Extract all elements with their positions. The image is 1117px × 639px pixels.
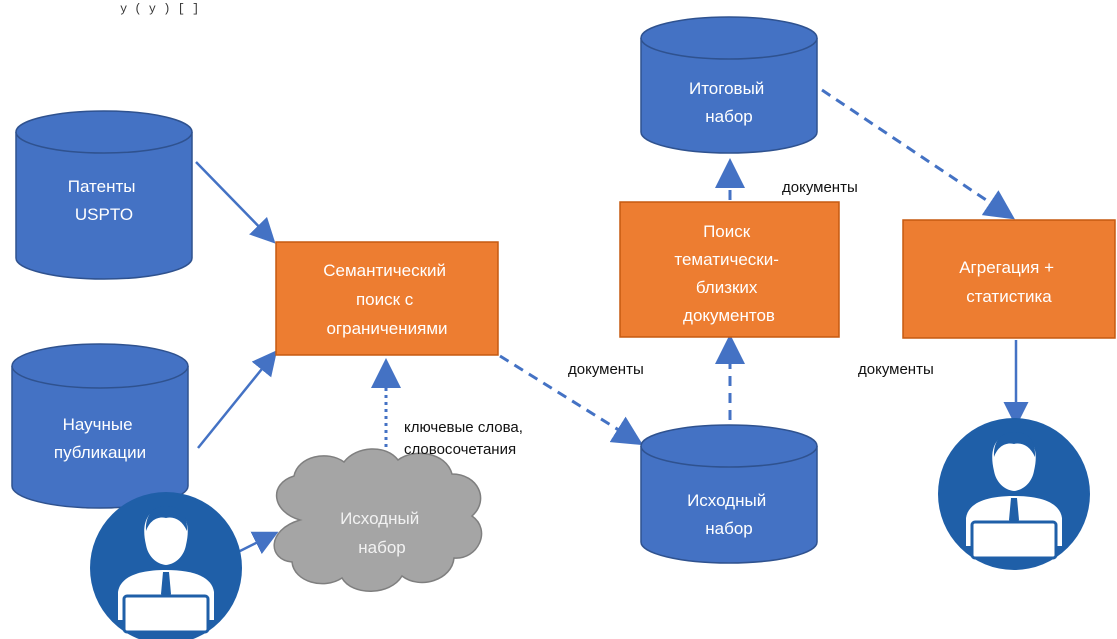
keywords-label: ключевые слова, словосочетания: [404, 419, 527, 458]
laptop-icon: [122, 594, 210, 634]
patents-database: Патенты USPTO: [15, 110, 193, 280]
edge-final-to-aggregation: [821, 88, 1015, 220]
source-set-label-line-2: набор: [705, 519, 753, 538]
publications-label-line-1: Научные: [63, 415, 133, 434]
process-box: [619, 201, 840, 338]
process-box: [902, 219, 1116, 339]
user-head: [144, 507, 188, 565]
database-top: [640, 424, 818, 468]
topic-search-line-1: Поиск: [703, 222, 751, 241]
database-top: [640, 16, 818, 60]
topic-search-line-2: тематически-: [674, 250, 779, 269]
aggregation-box: Агрегация + статистика: [902, 219, 1116, 339]
topic-search-line-4: документов: [683, 306, 775, 325]
edge-patents-to-search: [195, 161, 276, 244]
docs-to-user-label: документы: [858, 361, 934, 378]
semantic-search-line-2: поиск с: [356, 290, 414, 309]
semantic-search-line-1: Семантический: [323, 261, 446, 280]
user-tie: [1009, 498, 1019, 526]
user-tie: [161, 572, 171, 600]
user-hair: [993, 432, 1036, 457]
source-set-database: Исходный набор: [640, 424, 818, 564]
user-icon-right: [938, 418, 1090, 570]
topic-search-box: Поиск тематически- близких документов: [619, 201, 840, 338]
laptop-icon: [970, 520, 1058, 560]
database-icon: [15, 132, 193, 280]
cloud-icon: [273, 448, 483, 592]
cloud-label-line-2: набор: [358, 538, 406, 557]
process-box: [275, 241, 499, 356]
database-icon: [640, 38, 818, 154]
aggregation-line-2: статистика: [966, 287, 1052, 306]
source-set-label: Исходный набор: [687, 491, 771, 538]
topic-search-line-3: близких: [696, 278, 758, 297]
publications-database: Научные публикации: [11, 343, 189, 509]
semantic-search-label: Семантический поиск с ограничениями: [323, 261, 451, 338]
database-top: [15, 110, 193, 154]
cloud-label-line-1: Исходный: [340, 509, 419, 528]
final-set-label-line-1: Итоговый: [689, 79, 764, 98]
database-icon: [640, 446, 818, 564]
patents-label-line-1: Патенты: [68, 177, 136, 196]
aggregation-line-1: Агрегация +: [959, 258, 1054, 277]
semantic-search-line-3: ограничениями: [326, 319, 447, 338]
patents-label-line-2: USPTO: [75, 205, 133, 224]
edges: [195, 88, 1029, 555]
user-hair: [145, 506, 188, 531]
keywords-label-line-1: ключевые слова,: [404, 419, 523, 436]
source-set-label-line-1: Исходный: [687, 491, 766, 510]
edge-publications-to-search: [197, 350, 278, 449]
database-top: [11, 343, 189, 389]
source-query-cloud: Исходный набор: [273, 448, 483, 592]
final-set-label-line-2: набор: [705, 107, 753, 126]
cloud-label: Исходный набор: [340, 509, 424, 557]
topic-search-label: Поиск тематически- близких документов: [674, 222, 783, 325]
final-set-database: Итоговый набор: [640, 16, 818, 154]
publications-label: Научные публикации: [54, 415, 146, 462]
docs-to-source-label: документы: [568, 361, 644, 378]
final-set-label: Итоговый набор: [689, 79, 769, 126]
publications-label-line-2: публикации: [54, 443, 146, 462]
docs-to-final-label: документы: [782, 179, 858, 196]
patents-label: Патенты USPTO: [68, 177, 140, 224]
aggregation-label: Агрегация + статистика: [959, 258, 1059, 306]
user-icon-left: [90, 492, 242, 639]
semantic-search-box: Семантический поиск с ограничениями: [275, 241, 499, 356]
user-head: [992, 433, 1036, 491]
keywords-label-line-2: словосочетания: [404, 441, 516, 458]
header-text: y ( y ) [ ]: [120, 2, 199, 16]
edge-user-to-cloud: [237, 531, 279, 555]
